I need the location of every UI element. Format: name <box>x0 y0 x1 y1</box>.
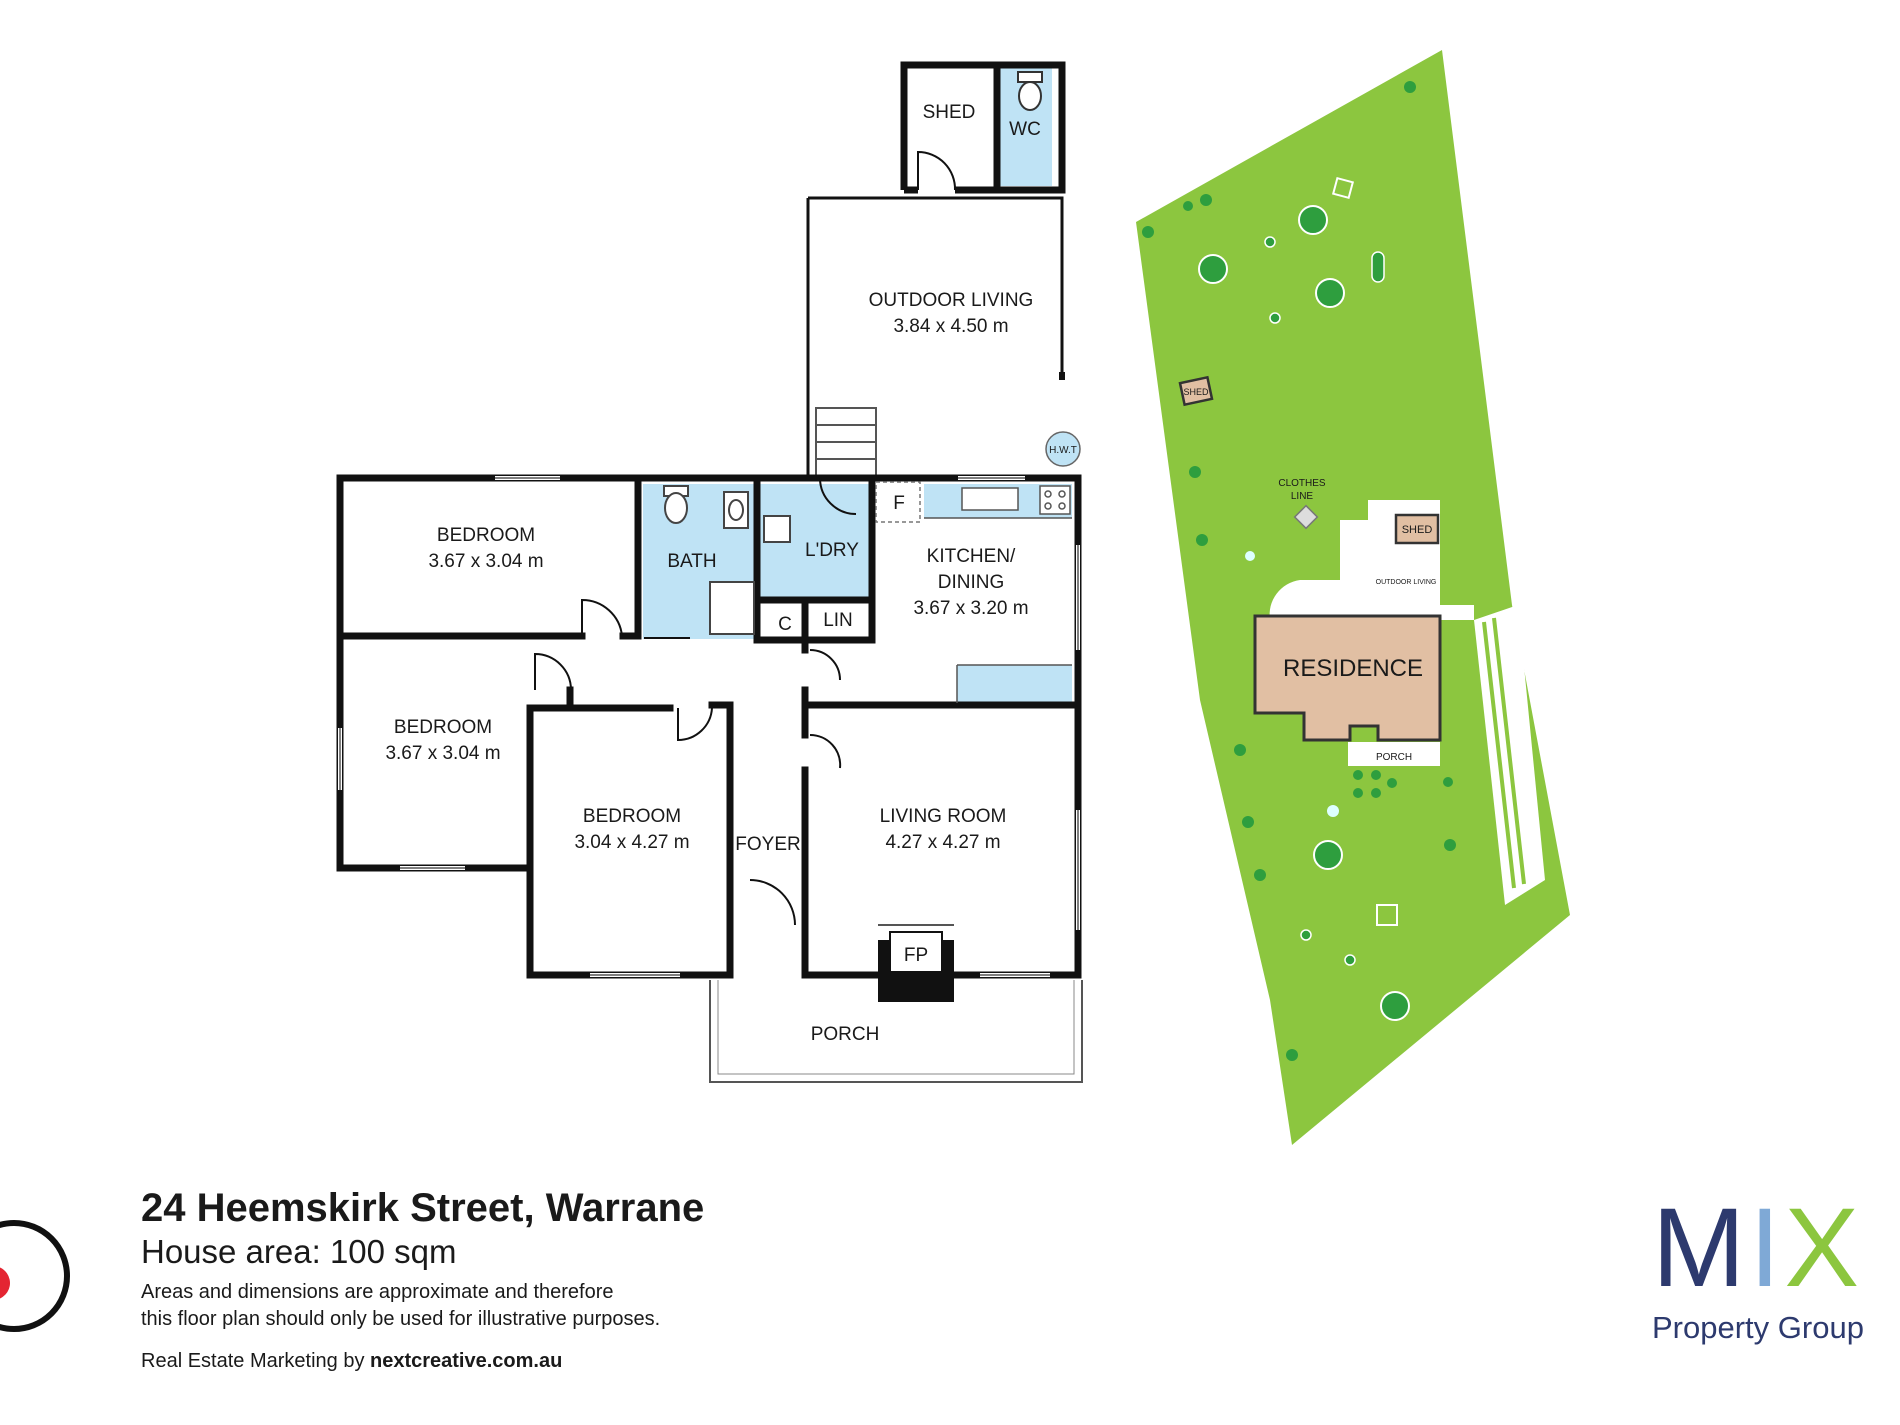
garden-bed-2 <box>1376 904 1398 926</box>
label-bath: BATH <box>667 551 716 572</box>
label-hwt: H.W.T <box>1049 445 1077 456</box>
garden-bed <box>1331 176 1355 200</box>
label-linen: LIN <box>823 610 853 631</box>
credit-prefix: Real Estate Marketing by <box>141 1350 365 1372</box>
kitchen-bench-bottom <box>957 665 1072 703</box>
label-outdoor-living-dim: 3.84 x 4.50 m <box>893 316 1008 337</box>
label-kitchen-dim: 3.67 x 3.20 m <box>913 598 1028 619</box>
brand-subtitle: Property Group <box>1652 1310 1864 1345</box>
driveway-line <box>1482 617 1526 889</box>
label-wc: WC <box>1009 119 1041 140</box>
site-label-shed-1: SHED <box>1183 387 1209 397</box>
steps <box>815 407 877 477</box>
site-label-clothes-2: LINE <box>1291 491 1314 502</box>
label-bedroom-2: BEDROOM <box>394 717 492 738</box>
site-label-shed-2: SHED <box>1402 524 1433 536</box>
fridge-space <box>875 481 921 523</box>
label-kitchen-1: KITCHEN/ <box>927 546 1016 567</box>
label-bedroom-3-dim: 3.04 x 4.27 m <box>574 832 689 853</box>
toilet-icon <box>1017 71 1043 111</box>
site-label-outdoor-living: OUTDOOR LIVING <box>1376 579 1437 586</box>
label-bedroom-1-dim: 3.67 x 3.04 m <box>428 551 543 572</box>
porch-inner <box>717 980 1075 1075</box>
site-label-porch: PORCH <box>1376 752 1412 763</box>
disclaimer-line-1: Areas and dimensions are approximate and… <box>141 1281 614 1303</box>
site-shed-1 <box>1178 375 1214 407</box>
hot-water-tank-icon <box>1045 431 1081 467</box>
tree-icons <box>1142 81 1456 1061</box>
disclaimer: Areas and dimensions are approximate and… <box>141 1279 1041 1333</box>
window-lines <box>339 477 1079 976</box>
credit-link[interactable]: nextcreative.com.au <box>370 1350 563 1372</box>
label-fireplace: FP <box>904 945 928 966</box>
brand-letter-x: X <box>1784 1185 1864 1310</box>
site-label-residence: RESIDENCE <box>1283 655 1423 682</box>
label-bedroom-1: BEDROOM <box>437 525 535 546</box>
site-porch <box>1348 742 1440 766</box>
label-outdoor-living: OUTDOOR LIVING <box>869 290 1034 311</box>
label-shed: SHED <box>923 102 976 123</box>
kitchen-fixtures <box>961 485 1071 515</box>
brand-logo: MIX Property Group <box>1652 1192 1900 1346</box>
site-label-clothes-1: CLOTHES <box>1278 478 1326 489</box>
marketing-credit: Real Estate Marketing by nextcreative.co… <box>141 1350 1041 1373</box>
label-cupboard: C <box>778 614 792 635</box>
site-shed-2 <box>1394 513 1440 545</box>
brand-letters: MIX <box>1652 1192 1900 1304</box>
porch-outline <box>709 980 1083 1083</box>
brand-letter-i: I <box>1749 1185 1785 1310</box>
label-porch: PORCH <box>811 1024 880 1045</box>
site-plan: SHED CLOTHES LINE SHED OUTDOOR LIVING RE… <box>1136 50 1570 1145</box>
label-laundry: L'DRY <box>805 540 859 561</box>
shed-door-swing <box>917 150 957 191</box>
label-foyer: FOYER <box>735 834 800 855</box>
label-kitchen-2: DINING <box>938 572 1005 593</box>
compass-letter: N <box>0 1269 3 1294</box>
disclaimer-line-2: this floor plan should only be used for … <box>141 1308 661 1330</box>
label-fridge: F <box>893 493 905 514</box>
label-bedroom-3: BEDROOM <box>583 806 681 827</box>
house-area: House area: 100 sqm <box>141 1233 457 1270</box>
clothes-line-icon <box>1293 504 1319 530</box>
label-living-room: LIVING ROOM <box>880 806 1007 827</box>
residence-building <box>1253 614 1442 742</box>
house-floor-plan: SHED WC OUTDOOR LIVING 3.84 x 4.50 m H.W… <box>336 61 1083 1083</box>
compass-arrow-icon: N <box>0 1259 17 1307</box>
bath-fixtures <box>663 485 791 635</box>
label-bedroom-2-dim: 3.67 x 3.04 m <box>385 743 500 764</box>
fireplace-icon <box>878 924 954 1002</box>
shed-wc-walls <box>900 61 1066 194</box>
door-swings <box>534 477 857 926</box>
property-address: 24 Heemskirk Street, Warrane <box>141 1186 705 1230</box>
footer-info: 24 Heemskirk Street, Warrane House area:… <box>141 1185 1041 1373</box>
kitchen-bench-edge <box>924 517 1072 703</box>
label-living-room-dim: 4.27 x 4.27 m <box>885 832 1000 853</box>
brand-letter-m: M <box>1652 1185 1750 1310</box>
outdoor-living-outline <box>806 196 1064 478</box>
